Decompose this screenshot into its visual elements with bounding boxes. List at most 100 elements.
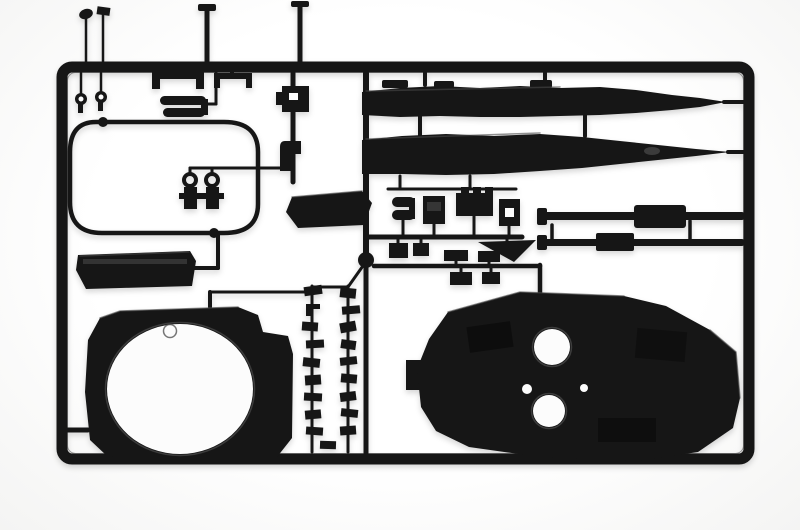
ring-pins [75,71,107,113]
hull-top-ring-panel [64,290,314,460]
small-parts-ladder [301,261,367,454]
turret-shell [406,262,741,461]
storage-bin-highlight [79,251,190,257]
small-part [301,321,319,332]
bracket-part [450,272,472,285]
hatch-panel [286,190,372,228]
ring-panel-small-hole [164,325,176,337]
small-part [339,391,357,402]
bracket-set-right [371,250,543,285]
periscope-flange [179,193,202,199]
strip-body [362,86,726,117]
small-part [340,408,359,418]
small-part [303,392,323,402]
turret-hatch-opening [534,329,570,365]
box-fitting-recess [427,202,441,211]
turret-hatch-rim [530,392,568,430]
ring-panel-small-hole-rim [162,323,178,339]
twin-cylinders [160,71,218,117]
bracket-fitting-notch [505,208,514,217]
strip-highlight [365,132,541,140]
bracket-flange [276,92,283,105]
barrel-block [596,233,634,251]
hull-strip-upper [362,71,747,139]
turret-panel-detail [466,321,514,353]
ring-panel-opening-rim [104,321,256,457]
frame-runner [56,61,755,465]
strip-bump [530,80,552,88]
ring-panel-highlight [99,306,239,319]
turret-panel-detail [634,327,688,363]
small-part [339,425,357,436]
small-part [306,304,320,316]
clamp-bracket [214,73,252,79]
small-part [302,357,321,368]
hull-strip-lower [362,132,747,175]
ring-pin-stem [78,104,83,113]
small-part [304,409,322,420]
small-part [339,320,357,334]
frame-inner-highlight [67,72,744,454]
bracket-recess [289,93,298,100]
turret-small-hole [580,384,588,392]
turret-highlight [447,291,625,313]
turret-hatch-rim [531,326,573,368]
small-part [304,374,322,386]
ring-panel-opening [107,324,253,454]
small-part [339,356,358,366]
periscope-ring [204,172,220,188]
hatch-highlight [291,190,363,198]
tube-loop-gate [98,117,108,127]
barrel-rod [541,239,745,246]
strip-bump [382,80,408,88]
clamp-leg [246,73,252,88]
strip-highlight [365,86,561,92]
clamp-bracket [152,72,204,79]
bracket-part [482,272,500,284]
periscope-flange [201,193,224,199]
fitting-bump [473,187,481,193]
small-part [339,287,357,299]
periscope-ring [182,172,198,188]
fitting-bump [461,187,469,193]
engine-box [456,193,493,216]
sprue [56,1,755,465]
turret-small-hole [522,384,532,394]
small-fitting [413,243,429,256]
sprue-frame [56,61,755,465]
ring-pin-stem [98,102,103,111]
gun-barrel-lower [537,219,745,251]
cylinder-part [160,96,206,105]
gate-pin-head [198,4,216,11]
turret-panel-detail [598,418,656,442]
ring-pin-hole [78,96,84,102]
storage-bin-body [76,251,196,289]
storage-bin-lip [83,259,187,264]
mantlet-wedge [478,235,536,262]
turret-body [417,292,740,461]
main-runner [358,70,374,456]
small-part [319,440,337,450]
small-part [305,339,325,349]
gate-tab-part [96,6,111,16]
gate-pin-head [291,1,309,7]
small-part [303,284,323,297]
ring-pin-hole [98,94,104,100]
bracket-part [444,250,468,261]
small-part [340,339,357,351]
engine-fittings [363,174,525,258]
wedge-part [478,240,536,262]
barrel-block [634,205,686,228]
cylinder-joiner [201,99,208,115]
gate-tab-part [79,8,93,20]
clamp-leg [152,72,160,89]
barrel-muzzle [537,208,547,225]
bracket-part [478,251,500,262]
turret-highlight [709,329,741,399]
runner-brackets [276,70,309,185]
runner-junction-knob [358,252,374,268]
small-part [341,305,361,315]
tube-loop [67,117,261,238]
